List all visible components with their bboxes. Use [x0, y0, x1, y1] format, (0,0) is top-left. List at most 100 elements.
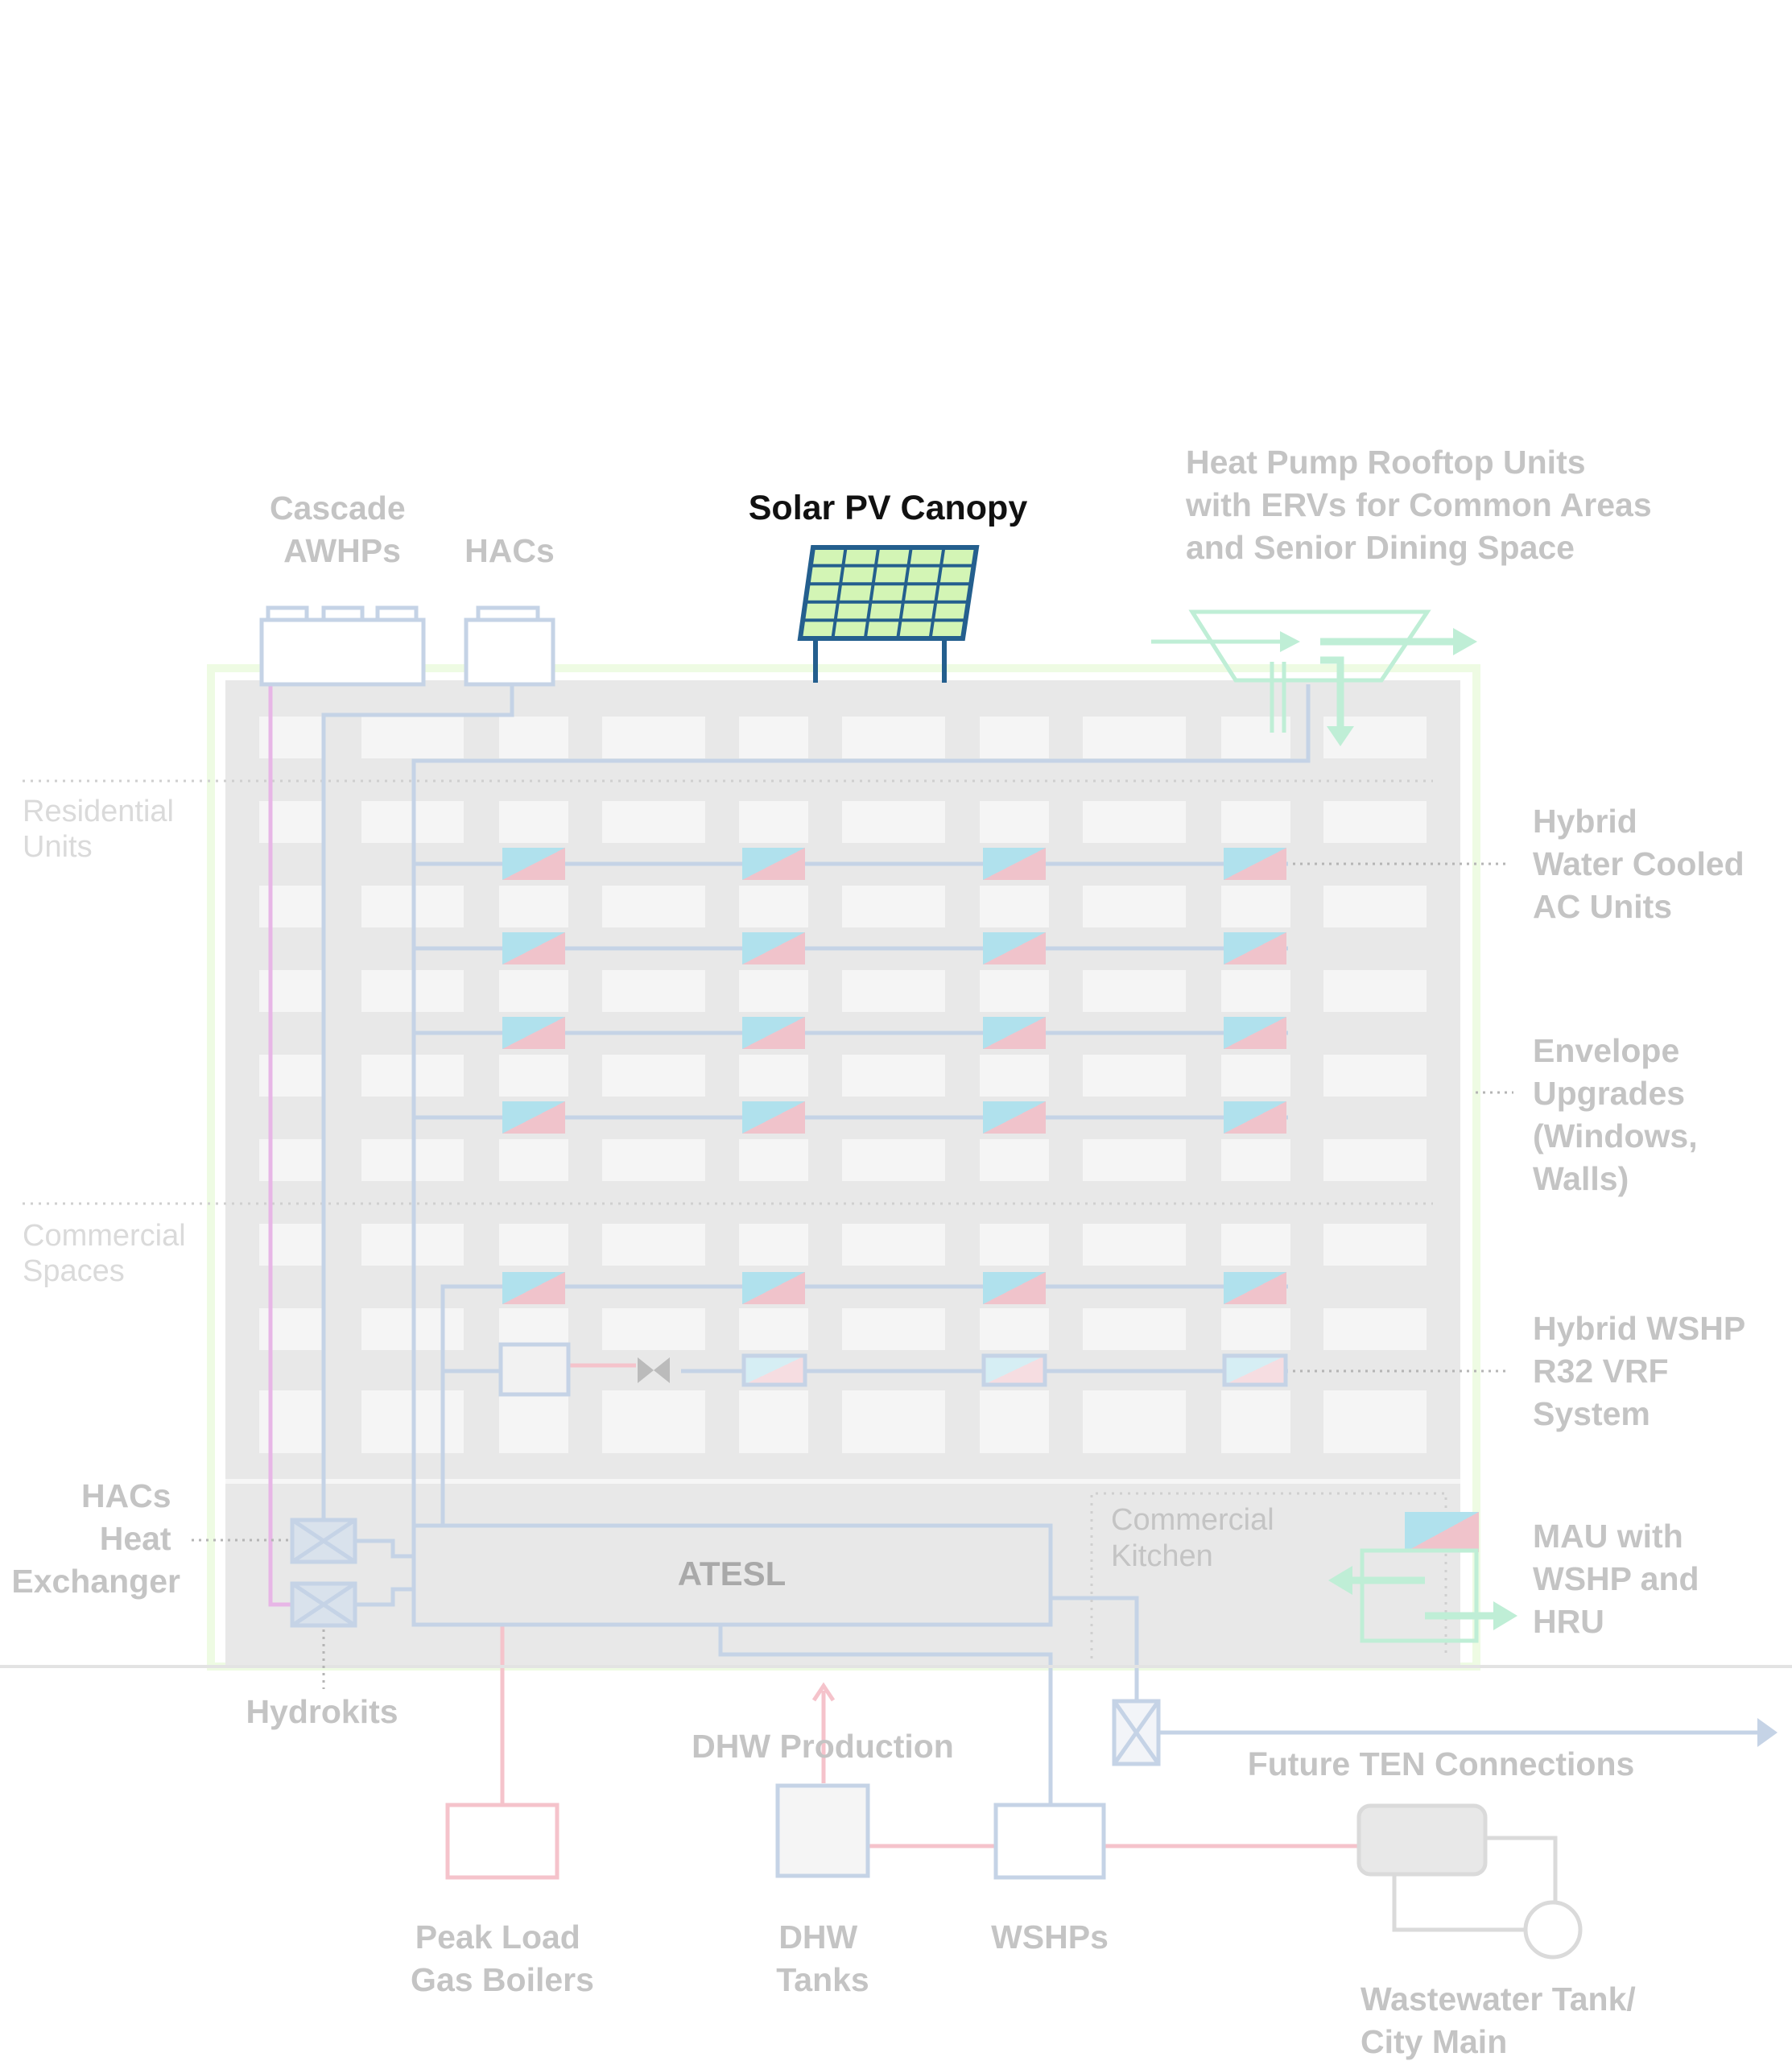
ac-unit [983, 848, 1046, 880]
rooftop-inflow-arrow [1280, 631, 1300, 652]
ac-unit [742, 1101, 805, 1134]
window [499, 1055, 568, 1097]
residential-units-label: Residential Units [23, 795, 183, 864]
hac-heat-exchanger-icon [290, 1518, 357, 1628]
window [602, 1390, 705, 1453]
solar-panel [797, 545, 980, 641]
solar-grid-line [863, 547, 881, 639]
dhw-tanks-label: DHW Tanks [776, 1919, 869, 1998]
window [602, 1224, 705, 1266]
window [980, 886, 1049, 927]
leader-lines [192, 862, 1513, 1689]
window [1083, 886, 1186, 927]
ac-unit [983, 1101, 1046, 1134]
hybrid-water-cooled-label: Hybrid Water Cooled AC Units [1533, 803, 1753, 925]
window [739, 970, 808, 1012]
window [842, 1224, 945, 1266]
window [739, 801, 808, 843]
window [1323, 886, 1427, 927]
window [842, 1139, 945, 1181]
solar-pv-canopy-icon [797, 545, 980, 683]
wshps-icon [993, 1803, 1106, 1880]
window [842, 717, 945, 758]
window [1323, 801, 1427, 843]
window [1323, 1139, 1427, 1181]
window [842, 801, 945, 843]
commercial-kitchen-label: Commercial Kitchen [1111, 1503, 1282, 1573]
window [1083, 970, 1186, 1012]
window [1083, 1390, 1186, 1453]
ac-unit [1224, 932, 1286, 964]
hacs-heat-exchanger-label: HACs Heat Exchanger [11, 1477, 180, 1600]
ac-unit [1224, 1101, 1286, 1134]
ac-unit [742, 848, 805, 880]
vrf-unit [741, 1353, 807, 1387]
hacs-rooftop-icon [464, 605, 555, 687]
wastewater-tank-icon [1356, 1803, 1488, 1877]
atesl-label: ATESL [678, 1555, 787, 1592]
window [842, 970, 945, 1012]
window-grid [259, 717, 1427, 1453]
window [739, 1139, 808, 1181]
rooftop-heat-pump-icon [1151, 609, 1457, 733]
hybrid-wshp-label: Hybrid WSHP R32 VRF System [1533, 1310, 1754, 1432]
future-ten-arrow [1757, 1718, 1778, 1747]
ac-unit [742, 1017, 805, 1049]
window [1221, 886, 1290, 927]
ac-unit [1224, 848, 1286, 880]
window [1083, 717, 1186, 758]
window [602, 886, 705, 927]
vrf-units [741, 1353, 1288, 1387]
hybrid-ac-units [502, 848, 1286, 1304]
window [980, 717, 1049, 758]
window [361, 717, 464, 758]
solar-pv-title: Solar PV Canopy [749, 489, 1028, 527]
dhw-production-label: DHW Production [692, 1728, 954, 1765]
mau-unit-icon [1328, 1512, 1517, 1643]
window [739, 717, 808, 758]
window [499, 1139, 568, 1181]
window [842, 886, 945, 927]
window [1083, 1139, 1186, 1181]
cascade-awhps-icon [259, 605, 426, 687]
mau-label: MAU with WSHP and HRU [1533, 1518, 1708, 1640]
window [499, 1224, 568, 1266]
cascade-awhps-label: Cascade AWHPs [270, 489, 415, 569]
ac-unit [502, 932, 565, 964]
window [1221, 717, 1290, 758]
window [980, 1390, 1049, 1453]
ac-unit [502, 1017, 565, 1049]
envelope-upgrades-label: Envelope Upgrades (Windows, Walls) [1533, 1032, 1707, 1197]
vrf-indoor-unit [498, 1342, 571, 1397]
wshps-label: WSHPs [991, 1919, 1109, 1956]
window [1083, 1308, 1186, 1350]
ac-unit [502, 1101, 565, 1134]
solar-grid-line [928, 547, 946, 639]
window [602, 801, 705, 843]
commercial-kitchen-box [1090, 1492, 1447, 1658]
window [1083, 1055, 1186, 1097]
ac-unit [1224, 1272, 1286, 1304]
window [1221, 1224, 1290, 1266]
window [499, 970, 568, 1012]
ac-unit [742, 932, 805, 964]
window [1221, 1139, 1290, 1181]
window [980, 801, 1049, 843]
window [602, 717, 705, 758]
window [980, 1308, 1049, 1350]
window [1221, 970, 1290, 1012]
solar-grid-line [896, 547, 913, 639]
dhw-arrow-head [811, 1682, 836, 1702]
window [1323, 970, 1427, 1012]
ten-heat-exchanger-icon [1112, 1699, 1161, 1766]
ac-unit [742, 1272, 805, 1304]
valve-icon [638, 1357, 670, 1383]
window [602, 1139, 705, 1181]
city-main-icon [1523, 1900, 1583, 1960]
ac-unit [983, 1017, 1046, 1049]
window [602, 970, 705, 1012]
vrf-unit [1222, 1353, 1288, 1387]
rooftop-downflow-arrow [1327, 726, 1354, 746]
window [1323, 1390, 1427, 1453]
